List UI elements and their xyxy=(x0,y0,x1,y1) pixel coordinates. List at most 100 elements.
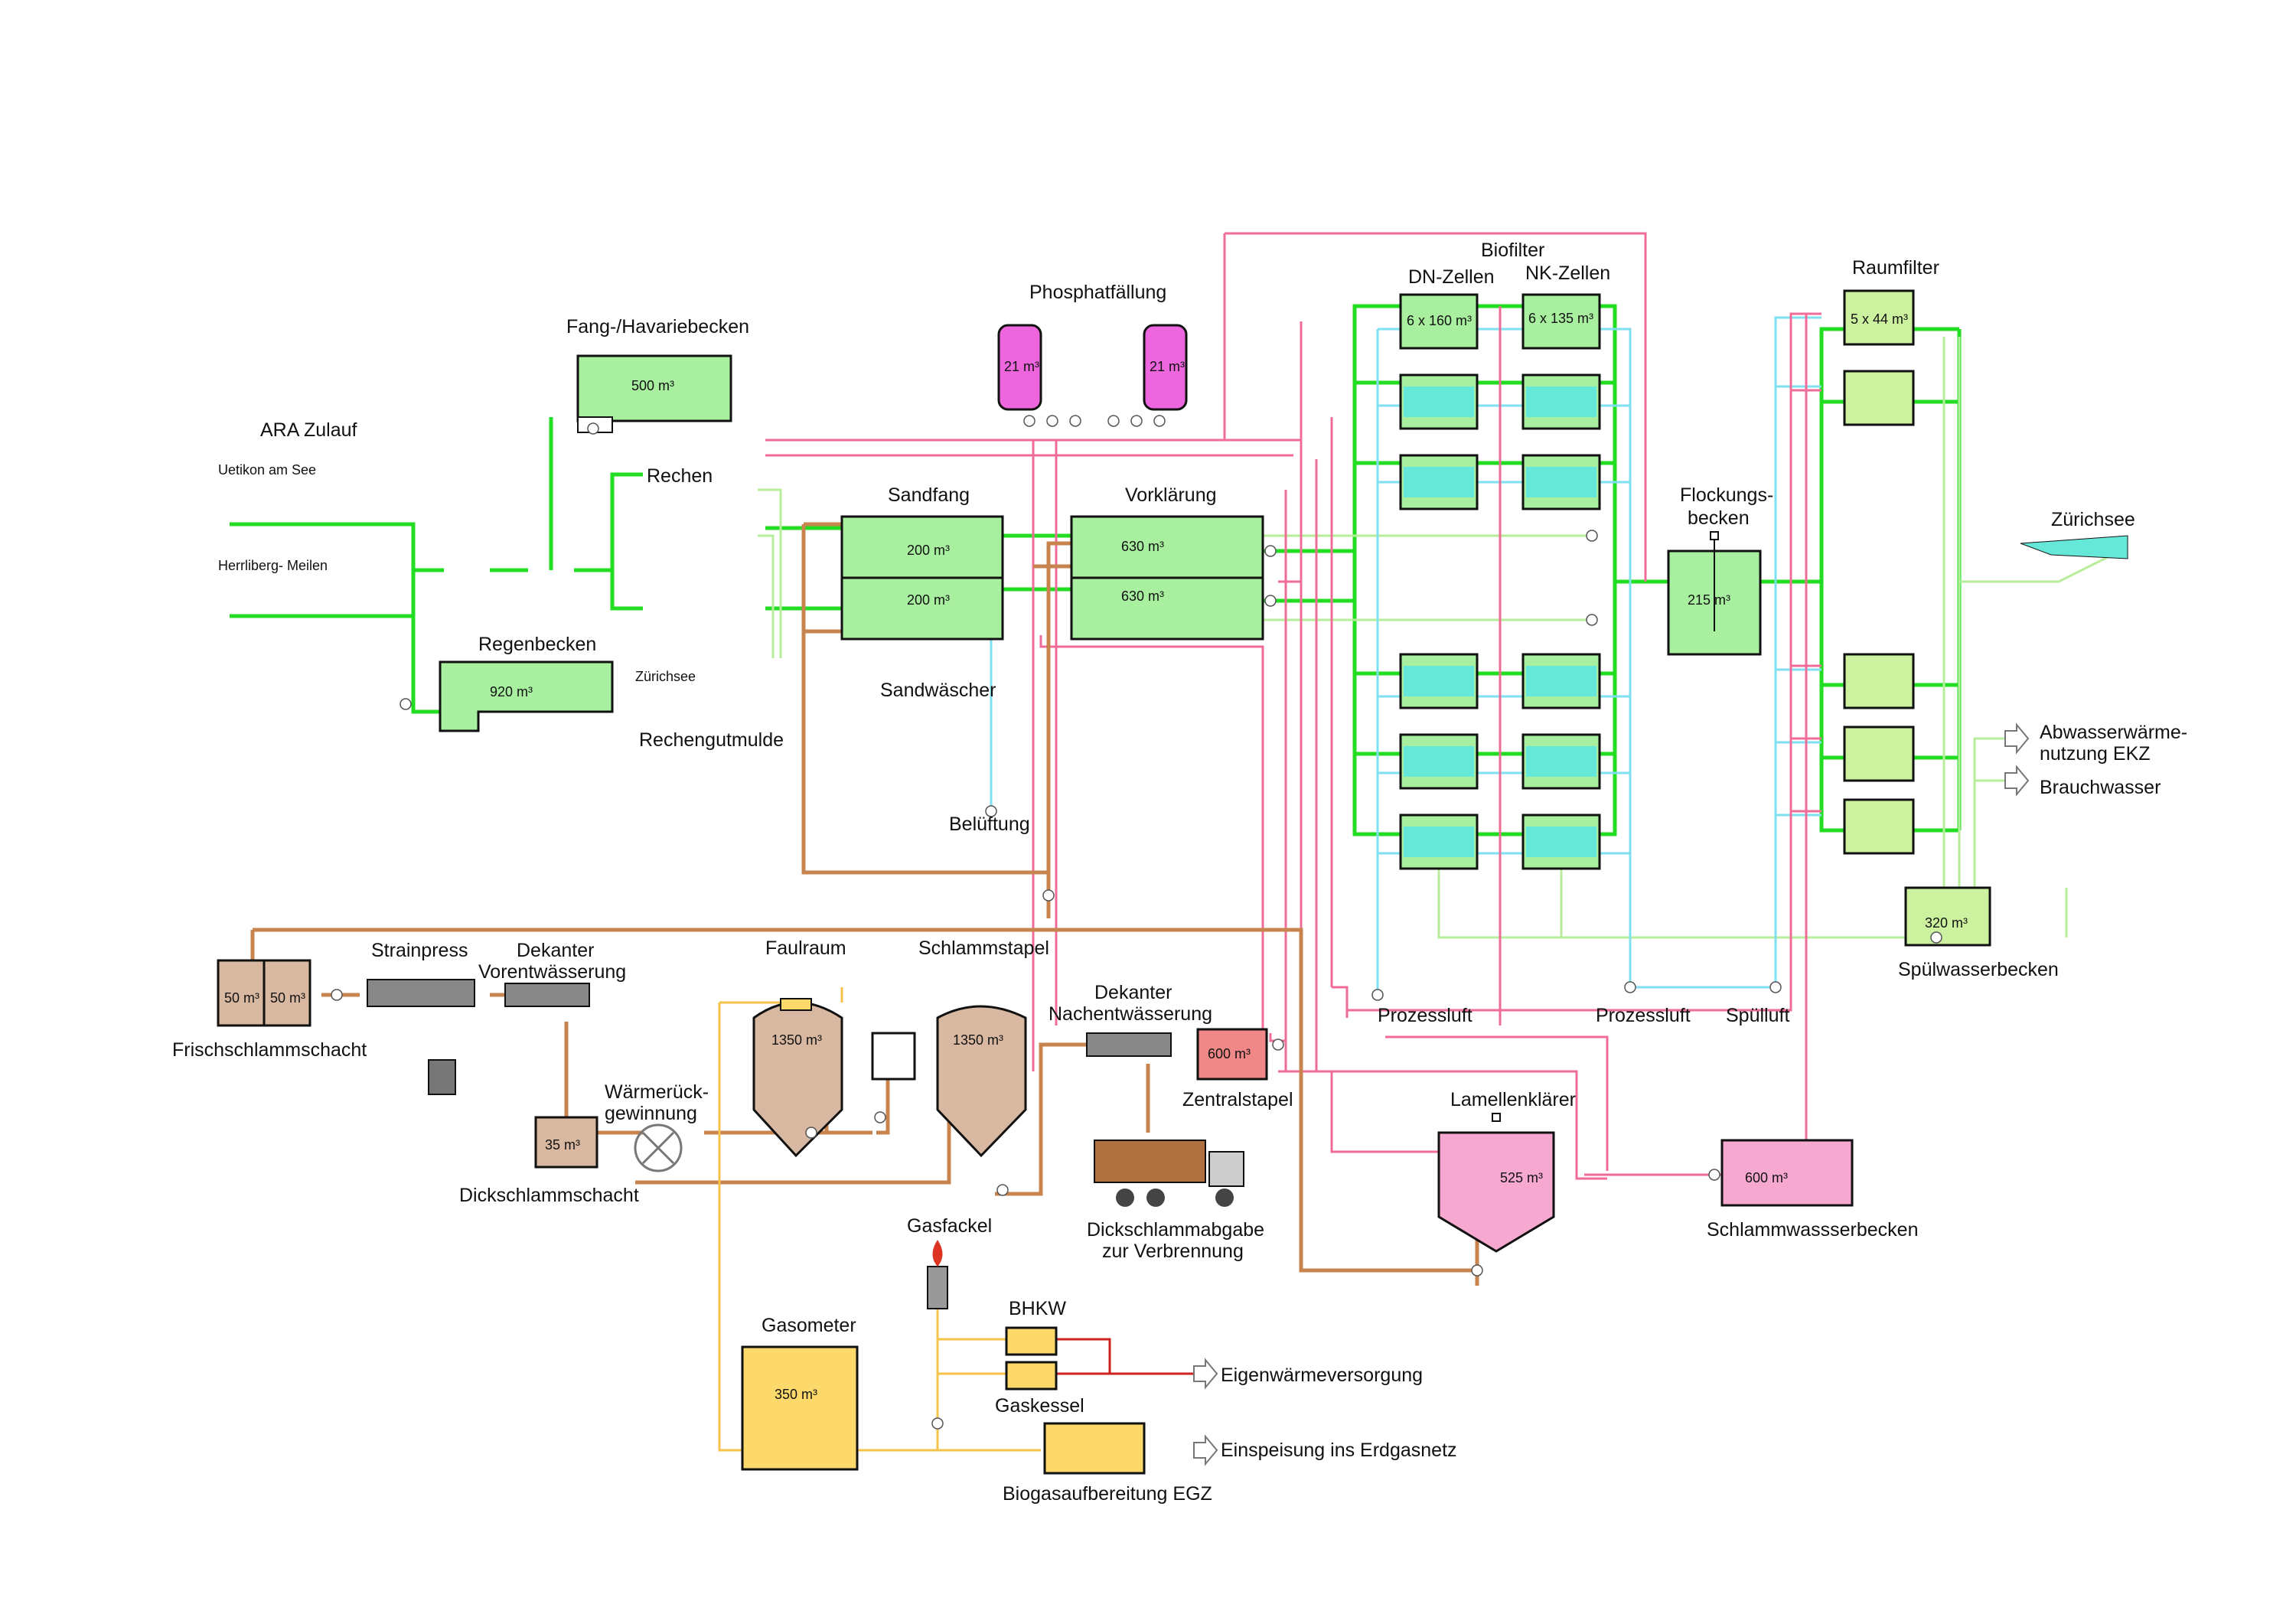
gasfackel-label: Gasfackel xyxy=(907,1215,992,1237)
sandwaescher-label: Sandwäscher xyxy=(880,680,996,701)
dn-zellen-label: DN-Zellen xyxy=(1408,266,1495,288)
regen-tank xyxy=(439,660,614,732)
rechen-label: Rechen xyxy=(647,465,713,487)
dekanter-vor-label-1: Dekanter xyxy=(517,940,594,961)
schlammstapel-tank xyxy=(936,1005,1027,1158)
raumfilter-volume: 5 x 44 m³ xyxy=(1851,311,1908,327)
vorkl-volume-1: 630 m³ xyxy=(1121,539,1164,554)
heat-exchanger xyxy=(634,1123,683,1172)
gaskessel-label: Gaskessel xyxy=(995,1395,1084,1417)
phos-volume-2: 21 m³ xyxy=(1150,359,1185,374)
sandfang-volume-2: 200 m³ xyxy=(907,592,950,608)
nk-cells xyxy=(1521,293,1601,870)
fang-volume: 500 m³ xyxy=(631,378,674,393)
spuelwasser-volume: 320 m³ xyxy=(1925,915,1968,931)
air-lines xyxy=(990,316,1821,995)
volume-labels: 500 m³ 920 m³ 200 m³ 200 m³ 630 m³ 630 m… xyxy=(224,311,1968,1402)
lamellenklaerer-label: Lamellenklärer xyxy=(1450,1089,1576,1110)
prozessluft-label-1: Prozessluft xyxy=(1378,1005,1473,1026)
heat-lines xyxy=(1056,1338,1202,1375)
zurichsee-small-label: Zürichsee xyxy=(635,669,696,684)
nk-zellen-label: NK-Zellen xyxy=(1525,262,1610,284)
outlet-arrows xyxy=(1193,722,2030,1466)
schlammwasser-tank xyxy=(1720,1139,1854,1207)
zentral-tank xyxy=(1196,1028,1268,1081)
zurichsee-outlet xyxy=(2020,535,2128,559)
faulraum-label: Faulraum xyxy=(765,937,846,959)
frisch-volume-1: 50 m³ xyxy=(224,990,259,1006)
spuelluft-label: Spülluft xyxy=(1726,1005,1789,1026)
strainpress-label: Strainpress xyxy=(371,940,468,961)
abwasser-label-1: Abwasserwärme- xyxy=(2040,722,2187,743)
dickschlamm-tank xyxy=(534,1116,598,1169)
regenbecken-label: Regenbecken xyxy=(478,634,596,655)
schlammstapel-label: Schlammstapel xyxy=(918,937,1049,959)
regen-volume: 920 m³ xyxy=(490,684,533,699)
waermerueck-label-2: gewinnung xyxy=(605,1103,697,1124)
zentralstapel-label: Zentralstapel xyxy=(1182,1089,1293,1110)
gasometer-tank xyxy=(741,1345,859,1471)
ara-zulauf-label: ARA Zulauf xyxy=(260,419,357,441)
valves xyxy=(331,415,1942,1430)
faulraum-volume: 1350 m³ xyxy=(771,1032,822,1048)
spuelwasser-tank xyxy=(1904,886,1991,947)
biogas-label: Biogasaufbereitung EGZ xyxy=(1003,1483,1212,1505)
sandfang-tank xyxy=(840,515,1004,641)
einspeisung-label: Einspeisung ins Erdgasnetz xyxy=(1221,1440,1457,1461)
vorklaerung-tank xyxy=(1070,515,1264,641)
spuelwasserbecken-label: Spülwasserbecken xyxy=(1898,959,2059,980)
sandfang-label: Sandfang xyxy=(888,484,970,506)
lamellen-volume: 525 m³ xyxy=(1500,1170,1543,1185)
flockungs-label-2: becken xyxy=(1688,507,1750,529)
dekanter-nach-label-2: Nachentwässerung xyxy=(1049,1003,1212,1025)
zuerichsee-label: Zürichsee xyxy=(2051,509,2135,530)
sandfang-volume-1: 200 m³ xyxy=(907,543,950,558)
abwasser-label-2: nutzung EKZ xyxy=(2040,743,2151,765)
phos-volume-1: 21 m³ xyxy=(1004,359,1039,374)
gasfackel-icon xyxy=(927,1240,948,1309)
rechengutmulde-label: Rechengutmulde xyxy=(639,729,784,751)
belueftung-label: Belüftung xyxy=(949,814,1030,835)
biogas-box xyxy=(1043,1422,1146,1475)
lamellen-tank xyxy=(1437,1113,1555,1253)
truck-icon xyxy=(1094,1140,1244,1207)
vorkl-volume-2: 630 m³ xyxy=(1121,589,1164,604)
zentral-volume: 600 m³ xyxy=(1208,1046,1251,1061)
eigenwaerme-label: Eigenwärmeversorgung xyxy=(1221,1365,1423,1386)
schlammstapel-volume: 1350 m³ xyxy=(953,1032,1003,1048)
dn-cells xyxy=(1399,293,1479,870)
fang-havarie-tank xyxy=(576,354,732,433)
brauchwasser-label: Brauchwasser xyxy=(2040,777,2161,798)
gasometer-volume: 350 m³ xyxy=(775,1387,817,1402)
frisch-volume-2: 50 m³ xyxy=(270,990,305,1006)
frischschlammschacht-label: Frischschlammschacht xyxy=(172,1039,367,1061)
biofilter-label: Biofilter xyxy=(1481,240,1544,261)
phosphat-tank-1 xyxy=(997,324,1042,411)
fang-havarie-label: Fang-/Havariebecken xyxy=(566,316,749,337)
raumfilter-label: Raumfilter xyxy=(1852,257,1939,279)
gasometer-label: Gasometer xyxy=(762,1315,856,1336)
uetikon-label: Uetikon am See xyxy=(218,462,316,478)
flockung-volume: 215 m³ xyxy=(1688,592,1730,608)
faulraum-tank xyxy=(752,998,843,1158)
faulraum-heat-box xyxy=(871,1032,916,1081)
phosphat-tank-2 xyxy=(1143,324,1188,411)
dickschlamm-label-1: Dickschlammabgabe xyxy=(1087,1219,1264,1241)
light-water-lines xyxy=(758,337,2128,939)
dekanter-nach-label-1: Dekanter xyxy=(1094,982,1172,1003)
dekanter-vor-machine xyxy=(504,983,590,1007)
raumfilter-cells xyxy=(1843,289,1915,855)
strainpress-machine xyxy=(367,979,475,1095)
dickschlammschacht-label: Dickschlammschacht xyxy=(459,1185,639,1206)
dekanter-nach-machine xyxy=(1086,1032,1172,1057)
dn-volume: 6 x 160 m³ xyxy=(1407,313,1472,328)
dickschlamm-label-2: zur Verbrennung xyxy=(1102,1241,1244,1262)
dickschlamm-volume: 35 m³ xyxy=(545,1137,580,1153)
prozessluft-label-2: Prozessluft xyxy=(1596,1005,1691,1026)
nk-volume: 6 x 135 m³ xyxy=(1528,311,1593,326)
waermerueck-label-1: Wärmerück- xyxy=(605,1081,709,1103)
flockung-tank xyxy=(1667,531,1762,656)
bhkw-box xyxy=(1005,1326,1058,1356)
frisch-tank xyxy=(217,959,311,1027)
